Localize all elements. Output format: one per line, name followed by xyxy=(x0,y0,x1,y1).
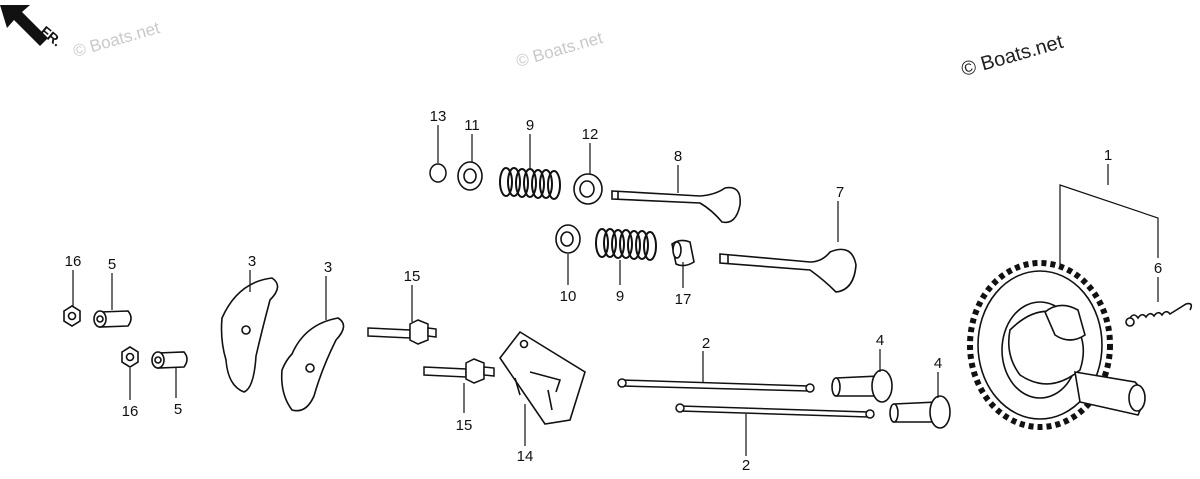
callout-3-left: 3 xyxy=(248,253,256,270)
callout-5-lower: 5 xyxy=(174,401,182,418)
part-12-stem-seal xyxy=(573,173,603,205)
callout-13: 13 xyxy=(430,108,447,125)
leader-lines xyxy=(72,125,1159,456)
part-14-pushrod-guide-plate xyxy=(499,330,586,425)
part-13-valve-cap xyxy=(429,163,447,183)
part-4-tappet-lower xyxy=(889,395,951,429)
part-10-retainer xyxy=(555,224,581,254)
part-2-pushrod-upper xyxy=(617,378,815,393)
part-1-camshaft-gear xyxy=(967,260,1146,430)
callout-1: 1 xyxy=(1104,147,1112,164)
part-16-nut-lower xyxy=(121,346,139,368)
callout-5-upper: 5 xyxy=(108,256,116,273)
part-7-intake-valve xyxy=(719,248,857,293)
part-5-pivot-upper xyxy=(93,310,132,328)
part-11-retainer xyxy=(457,161,483,191)
callout-2-upper: 2 xyxy=(702,335,710,352)
part-9-valve-spring-upper xyxy=(499,167,561,200)
part-8-exhaust-valve xyxy=(611,186,742,224)
callout-3-right: 3 xyxy=(324,259,332,276)
callout-12: 12 xyxy=(582,126,599,143)
callout-14: 14 xyxy=(517,448,534,465)
callout-8: 8 xyxy=(674,148,682,165)
part-9-valve-spring-lower xyxy=(595,228,657,261)
callout-7: 7 xyxy=(836,184,844,201)
callout-4-upper: 4 xyxy=(876,332,884,349)
callout-9-upper: 9 xyxy=(526,117,534,134)
part-5-pivot-lower xyxy=(151,351,188,369)
part-17-rotator xyxy=(671,239,695,267)
part-4-tappet-upper xyxy=(831,369,893,403)
front-arrow-icon xyxy=(0,5,48,46)
callout-16-lower: 16 xyxy=(122,403,139,420)
callout-10: 10 xyxy=(560,288,577,305)
part-3-rocker-arm-right xyxy=(280,317,345,412)
part-16-nut-upper xyxy=(63,305,81,327)
callout-17: 17 xyxy=(675,291,692,308)
part-3-rocker-arm-left xyxy=(220,277,279,393)
part-15-stud-lower xyxy=(423,358,495,384)
callout-6: 6 xyxy=(1154,260,1162,277)
callout-16-upper: 16 xyxy=(65,253,82,270)
callout-4-lower: 4 xyxy=(934,355,942,372)
callout-2-lower: 2 xyxy=(742,457,750,474)
callout-15-lower: 15 xyxy=(456,417,473,434)
callout-15-upper: 15 xyxy=(404,268,421,285)
part-15-stud-upper xyxy=(367,319,437,345)
callout-11: 11 xyxy=(464,117,480,134)
part-2-pushrod-lower xyxy=(675,403,875,419)
callout-9-lower: 9 xyxy=(616,288,624,305)
part-6-decompressor-spring xyxy=(1125,302,1193,327)
